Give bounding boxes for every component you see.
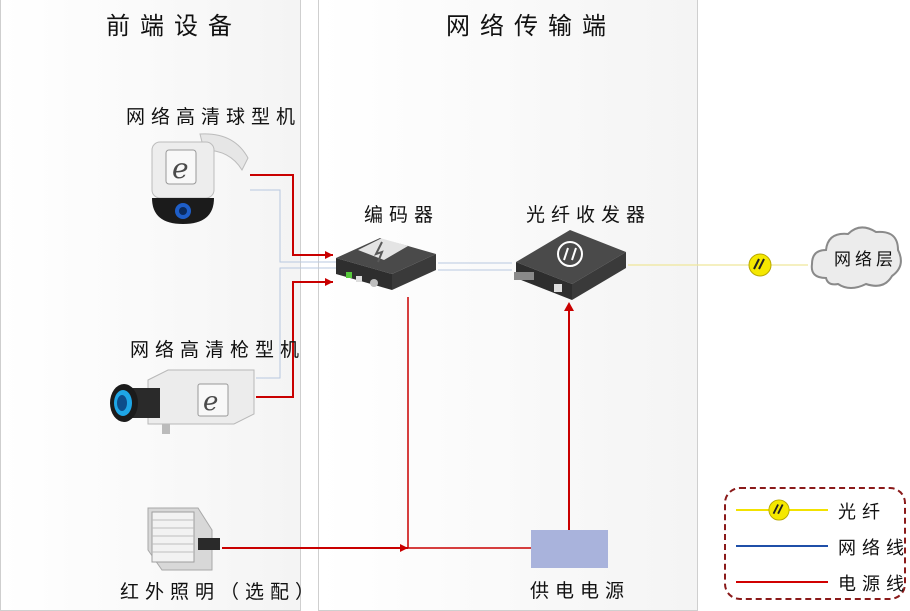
box-camera-icon: e — [106, 366, 256, 436]
network-transmission-title: 网络传输端 — [446, 12, 616, 40]
legend-label-network: 网络线 — [838, 538, 910, 559]
ptz-power-cable — [250, 174, 333, 256]
network-cloud-icon — [806, 220, 906, 294]
fiber-connector-icon — [748, 253, 772, 277]
network-transmission-zone — [318, 0, 698, 611]
illuminator-label: 红外照明（选配） — [120, 581, 321, 603]
legend-network: 网络线 — [726, 531, 904, 561]
encoder-label: 编码器 — [364, 204, 440, 226]
legend-label-fiber: 光纤 — [838, 502, 886, 523]
svg-text:e: e — [172, 152, 189, 185]
front-end-title: 前端设备 — [106, 12, 242, 40]
fiber-connector-icon — [768, 499, 790, 521]
fiber-transceiver-icon — [512, 226, 628, 302]
network-swatch — [736, 545, 828, 547]
network-label: 网络层 — [834, 250, 897, 270]
box-camera-label: 网络高清枪型机 — [130, 339, 306, 361]
box-network-cable — [256, 267, 336, 379]
power-label: 供电电源 — [530, 580, 631, 602]
box-power-cable — [256, 281, 333, 398]
encoder-icon — [334, 234, 438, 296]
svg-text:e: e — [203, 387, 218, 417]
legend: 光纤 网络线 电源线 — [724, 487, 906, 600]
legend-fiber: 光纤 — [726, 495, 904, 525]
power-swatch — [736, 581, 828, 583]
legend-power: 电源线 — [726, 567, 904, 597]
ptz-network-cable — [250, 189, 336, 263]
ptz-camera-label: 网络高清球型机 — [126, 106, 302, 128]
power-supply-box — [531, 530, 608, 568]
ir-illuminator-icon — [142, 500, 226, 580]
legend-label-power: 电源线 — [838, 574, 910, 595]
transceiver-label: 光纤收发器 — [526, 204, 652, 226]
ptz-dome-camera-icon: e — [138, 128, 254, 228]
